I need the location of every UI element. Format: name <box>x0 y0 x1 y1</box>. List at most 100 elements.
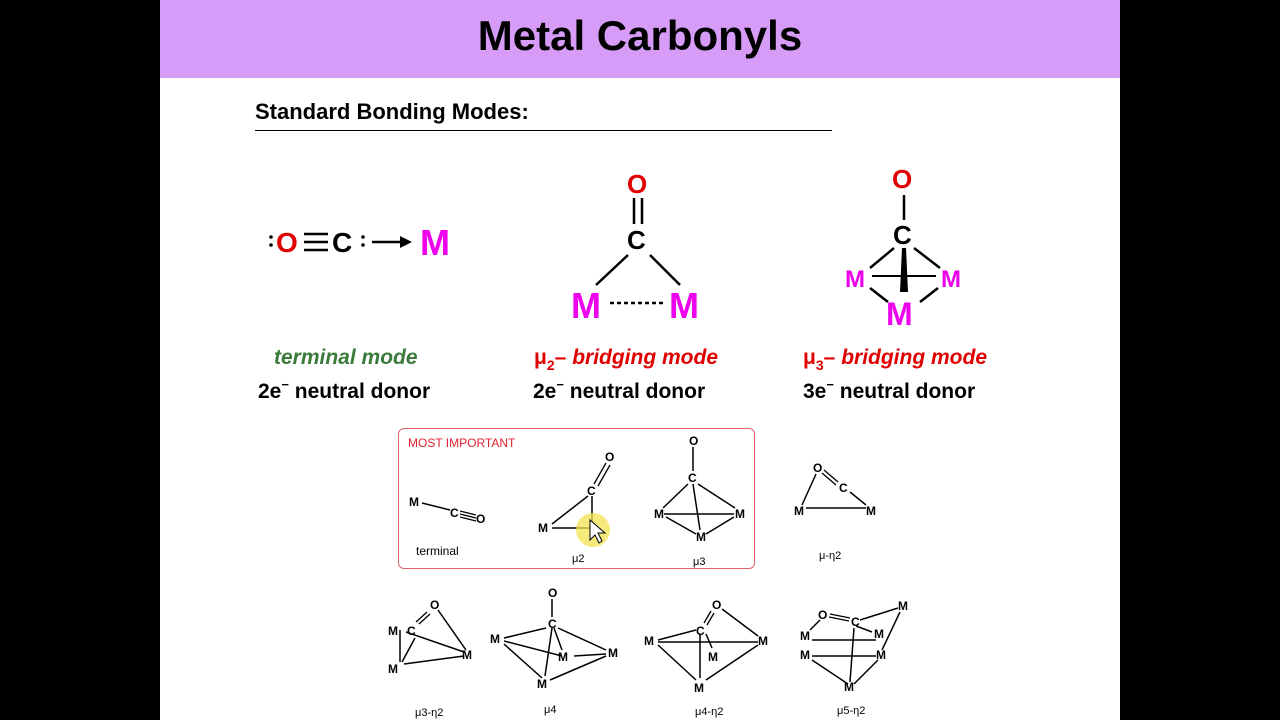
small-label-terminal: terminal <box>416 544 459 558</box>
mu-symbol: μ <box>803 346 816 369</box>
double-bond-line <box>828 616 850 622</box>
heading-underline <box>255 130 832 131</box>
bond-line <box>697 483 736 509</box>
oxygen-atom: O <box>476 512 485 526</box>
small-label-mu2: μ2 <box>572 553 584 565</box>
carbon-atom: C <box>407 624 416 638</box>
mu2-bridging-diagram: O C M M <box>571 169 699 326</box>
bond-line <box>849 491 867 506</box>
metal-atom: M <box>886 296 913 332</box>
metal-metal-bond <box>811 659 849 685</box>
metal-atom: M <box>388 624 398 638</box>
metal-metal-bond <box>405 631 465 653</box>
metal-metal-bond <box>665 516 697 535</box>
metal-atom: M <box>876 648 886 662</box>
charge-sup: − <box>556 377 564 392</box>
mu3-bridging-diagram: O C M M M <box>845 164 961 332</box>
lone-pair-dot <box>269 243 273 247</box>
small-label-mu3: μ3 <box>693 556 705 568</box>
mu3-mode-label: μ3– bridging mode <box>803 346 988 373</box>
metal-atom: M <box>654 507 664 521</box>
small-mu3-eta2-diagram: O C M M M μ3-η2 <box>388 598 472 719</box>
small-label-mu-eta2: μ-η2 <box>819 550 841 562</box>
bond-line <box>503 627 547 639</box>
metal-metal-bond <box>573 653 607 657</box>
small-mu4-diagram: O C M M M M μ4 <box>490 586 618 716</box>
lone-pair-dot <box>361 243 365 247</box>
metal-atom: M <box>866 504 876 518</box>
bond-line <box>551 495 589 525</box>
metal-atom: M <box>844 680 854 694</box>
bond-line <box>692 483 701 531</box>
metal-atom: M <box>794 504 804 518</box>
triple-bond-line <box>459 513 477 519</box>
carbon-atom: C <box>587 484 596 498</box>
oxygen-atom: O <box>605 450 614 464</box>
mu2-electron-count: 2e <box>533 380 557 403</box>
bond-line <box>705 633 713 649</box>
lone-pair-dot <box>361 235 365 239</box>
slide: Metal Carbonyls Standard Bonding Modes: … <box>160 0 1120 720</box>
mu3-mode-name: bridging mode <box>841 346 988 369</box>
small-mu5-eta2-diagram: O C M M M M M M μ5-η2 <box>800 599 908 717</box>
small-mu3-diagram: O C M M M μ3 <box>654 434 745 568</box>
metal-metal-bond <box>881 611 901 651</box>
metal-atom: M <box>462 648 472 662</box>
bond-line <box>869 247 895 269</box>
mu2-mode-name: bridging mode <box>572 346 719 369</box>
metal-atom: M <box>898 599 908 613</box>
oxygen-atom: O <box>712 598 721 612</box>
small-mu2-diagram: O C M μ2 <box>538 450 614 565</box>
metal-metal-bond <box>403 655 465 665</box>
double-bond-line <box>703 610 712 624</box>
mu2-mode-label: μ2– bridging mode <box>534 346 719 373</box>
bond-line <box>421 502 451 511</box>
small-label-mu4-eta2: μ4-η2 <box>695 706 723 718</box>
bond-line <box>662 483 689 509</box>
carbon-atom: C <box>627 225 646 255</box>
metal-atom: M <box>490 632 500 646</box>
double-bond-line <box>597 464 611 487</box>
mu2-donor-label: 2e− neutral donor <box>533 377 705 404</box>
metal-metal-bond <box>859 607 899 621</box>
bond-line <box>401 637 416 663</box>
section-heading: Standard Bonding Modes: <box>255 99 529 124</box>
bond-line <box>649 254 681 286</box>
metal-metal-bond <box>705 644 759 681</box>
metal-atom: M <box>644 634 654 648</box>
bond-line <box>855 625 873 633</box>
metal-metal-bond <box>657 644 697 681</box>
bond-line <box>809 619 821 631</box>
bond-line <box>657 629 697 641</box>
carbon-atom: C <box>839 481 848 495</box>
metal-atom: M <box>388 662 398 676</box>
oxygen-atom: O <box>430 598 439 612</box>
metal-atom: M <box>845 266 865 293</box>
terminal-mode-name: terminal mode <box>274 346 418 369</box>
terminal-donor-type: neutral donor <box>294 380 431 403</box>
small-label-mu4: μ4 <box>544 704 556 716</box>
dash: – <box>554 346 567 369</box>
metal-metal-bond <box>853 659 879 685</box>
metal-metal-bond <box>549 655 607 681</box>
triple-bond-line <box>459 510 477 516</box>
small-label-mu5-eta2: μ5-η2 <box>837 705 865 717</box>
cursor-arrow-icon <box>589 518 607 544</box>
small-terminal-diagram: M C O terminal <box>409 495 485 558</box>
terminal-donor-label: 2e− neutral donor <box>258 377 431 404</box>
double-bond-line <box>829 613 851 619</box>
oxygen-atom: O <box>548 586 557 600</box>
most-important-box <box>398 428 755 569</box>
bond-line <box>721 608 759 637</box>
metal-atom: M <box>874 627 884 641</box>
carbon-atom: C <box>851 615 860 629</box>
bond-line <box>913 247 941 269</box>
metal-atom: M <box>800 648 810 662</box>
bond-line <box>595 254 629 286</box>
carbon-atom: C <box>696 624 705 638</box>
charge-sup: − <box>281 377 289 392</box>
carbon-atom: C <box>688 471 697 485</box>
dative-arrow-head <box>400 236 412 248</box>
oxygen-atom: O <box>689 434 698 448</box>
double-bond-line <box>823 469 839 483</box>
